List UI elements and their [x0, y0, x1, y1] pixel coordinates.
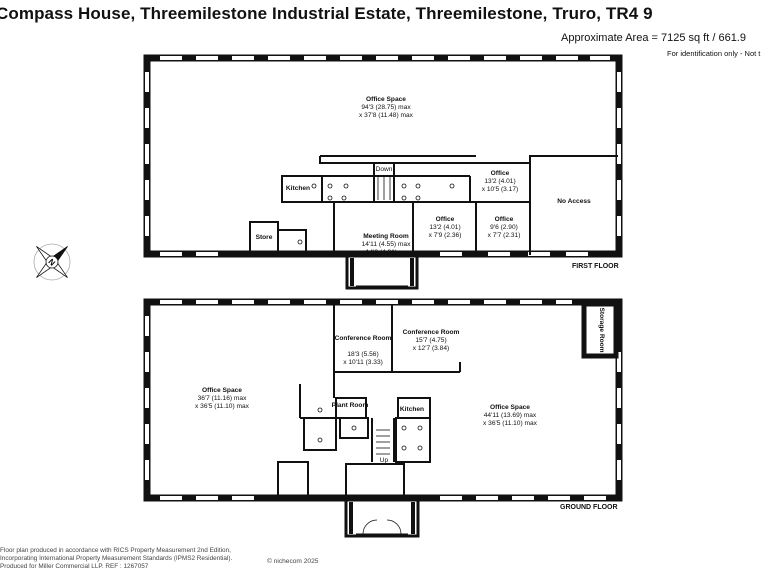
identification-note: For identification only - Not t	[667, 49, 761, 58]
ff-room-dim: x 10'5 (3.17)	[482, 186, 518, 193]
ff-room-dim: 13'2 (4.01)	[429, 224, 460, 231]
ff-stair-label: Down	[376, 166, 393, 173]
gf-room-name: Office Space	[202, 387, 242, 394]
gf-room-dim: 44'11 (13.69) max	[484, 412, 537, 419]
gf-room-name: Storage Room	[598, 307, 605, 352]
ff-room-name: Meeting Room	[363, 233, 409, 240]
ff-room-dim: x 7'9 (2.36)	[429, 232, 462, 239]
ground-floor-partitions	[277, 301, 619, 499]
first-floor-labels: Office Space 94'3 (28.75) max x 37'8 (11…	[256, 96, 619, 270]
ff-room-dim: 94'3 (28.75) max	[361, 104, 411, 111]
first-floor-plan	[143, 54, 623, 290]
gf-room-dim: x 36'5 (11.10) max	[195, 403, 250, 410]
gf-room-dim: 18'3 (5.56)	[347, 351, 378, 358]
first-floor-windows	[145, 56, 621, 256]
ground-floor-windows	[145, 300, 621, 500]
ff-room-dim: x 37'8 (11.48) max	[359, 112, 414, 119]
gf-room-dim: x 36'5 (11.10) max	[483, 420, 538, 427]
ff-room-name: Office Space	[366, 96, 406, 103]
ff-room-dim: x 7'7 (2.31)	[488, 232, 521, 239]
compass-letter: N	[46, 257, 57, 268]
ff-room-dim: 14'11 (4.55) max	[362, 241, 411, 248]
ff-room-dim: x 14'2 (4.31) max	[361, 249, 412, 256]
compass-icon: N	[33, 243, 71, 281]
gf-room-name: Plant Room	[332, 402, 369, 409]
gf-room-name: Conference Room	[335, 335, 392, 342]
ground-floor-labels: Conference Room 18'3 (5.56) x 10'11 (3.3…	[195, 307, 618, 511]
ground-floor-bay	[344, 494, 420, 538]
ff-room-name: Office	[495, 216, 514, 223]
ff-room-name: No Access	[557, 198, 591, 205]
ff-room-name: Kitchen	[286, 185, 310, 192]
ff-room-name: Store	[256, 234, 273, 241]
first-floor-partitions	[249, 155, 618, 255]
gf-room-name: Office Space	[490, 404, 530, 411]
ff-room-name: Office	[491, 170, 510, 177]
ff-room-dim: 13'2 (4.01)	[484, 178, 515, 185]
footer-notes: Floor plan produced in accordance with R…	[0, 547, 232, 572]
first-floor-fixtures	[297, 176, 455, 245]
first-floor-label: FIRST FLOOR	[572, 263, 619, 270]
gf-room-dim: x 12'7 (3.84)	[413, 345, 449, 352]
ff-room-dim: 9'6 (2.90)	[490, 224, 518, 231]
gf-room-dim: x 10'11 (3.33)	[343, 359, 383, 366]
gf-room-name: Conference Room	[403, 329, 460, 336]
gf-room-dim: 15'7 (4.75)	[415, 337, 446, 344]
copyright: © nichecom 2025	[267, 558, 319, 565]
property-title: Compass House, Threemilestone Industrial…	[0, 4, 653, 23]
ff-room-name: Office	[436, 216, 455, 223]
gf-stair-label: Up	[380, 457, 389, 464]
footer-line: Floor plan produced in accordance with R…	[0, 547, 231, 554]
footer-line: Produced for Miller Commercial LLP. REF …	[0, 563, 149, 571]
footer-line: Incorporating International Property Mea…	[0, 555, 233, 563]
first-floor-bay	[345, 250, 419, 290]
ground-floor-fixtures	[317, 407, 423, 455]
gf-room-dim: 36'7 (11.16) max	[198, 395, 247, 402]
approximate-area: Approximate Area = 7125 sq ft / 661.9	[561, 32, 746, 44]
gf-room-name: Kitchen	[400, 406, 424, 413]
ground-floor-label: GROUND FLOOR	[560, 504, 618, 511]
ground-floor-plan	[143, 298, 623, 538]
